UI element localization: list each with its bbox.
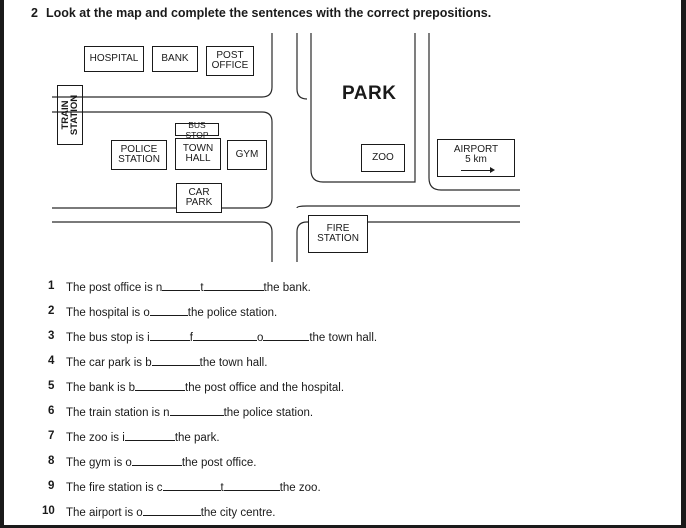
sentence-text: The zoo is i [66,432,125,444]
exercise-heading: 2 Look at the map and complete the senten… [31,6,491,20]
bus-stop-label: BUS STOP [185,119,209,140]
gym-label: GYM [235,149,259,160]
map-roads [52,33,520,262]
answer-blank[interactable] [169,405,224,416]
bus-stop-box: BUS STOP [175,120,219,140]
answer-blank[interactable] [162,480,221,491]
exercise-instruction: Look at the map and complete the sentenc… [45,6,492,20]
road-edge [428,33,520,191]
sentence-text: The fire station is c [66,482,163,494]
answer-blank[interactable] [124,430,175,441]
sentence-number: 9 [48,480,55,492]
sentence-text: the post office and the hospital. [185,382,345,394]
answer-blank[interactable] [223,480,280,491]
sentence-text: the bank. [263,282,311,294]
town-hall-box: TOWN HALL [175,138,221,170]
sentence-number: 7 [48,430,55,442]
airport-label: AIRPORT 5 km [453,144,499,165]
sentence-text: The hospital is o [66,307,150,319]
sentence-text: the zoo. [279,482,321,494]
answer-blank[interactable] [151,355,200,366]
sentence-number: 1 [48,280,55,292]
sentence-number: 5 [48,380,55,392]
sentence-text: the town hall. [199,357,268,369]
bank-label: BANK [161,53,189,64]
frame-left-border [0,0,4,528]
post-office-box: POST OFFICE [206,46,254,76]
answer-blank[interactable] [135,380,186,391]
road-edge [296,205,520,209]
train-station-label: TRAIN STATION [60,94,80,136]
hospital-label: HOSPITAL [89,53,139,64]
road-edge [52,221,273,262]
sentence-number: 2 [48,305,55,317]
sentence-number: 4 [48,355,55,367]
answer-blank[interactable] [162,280,201,291]
road-edge [296,33,308,100]
sentence-number: 3 [48,330,55,342]
bank-box: BANK [152,46,198,72]
answer-blank[interactable] [192,330,257,341]
sentence-text: The post office is n [66,282,163,294]
sentence-text: the post office. [181,457,257,469]
arrow-right-icon [461,165,495,175]
sentence-text: o [256,332,264,344]
hospital-box: HOSPITAL [84,46,144,72]
sentence-text: t [220,482,224,494]
answer-blank[interactable] [149,330,190,341]
sentence-text: The bank is b [66,382,136,394]
sentence-text: the police station. [187,307,278,319]
car-park-label: CAR PARK [185,187,213,208]
police-station-label: POLICE STATION [118,144,160,165]
gym-box: GYM [227,140,267,170]
park-boundary [310,33,416,183]
frame-bottom-border [0,525,686,528]
train-station-box: TRAIN STATION [57,85,83,145]
sentence-text: The train station is n [66,407,170,419]
sentence-text: The airport is o [66,507,143,519]
car-park-box: CAR PARK [176,183,222,213]
sentence-number: 8 [48,455,55,467]
sentence-text: the town hall. [309,332,378,344]
road-edge [52,111,273,209]
sentence-text: the city centre. [200,507,276,519]
answer-blank[interactable] [131,455,182,466]
road-edge [52,33,273,98]
park-label: PARK [342,83,397,104]
sentence-text: the park. [174,432,220,444]
fire-station-label: FIRE STATION [317,223,359,244]
sentence-number: 10 [42,505,55,517]
sentence-text: The bus stop is i [66,332,150,344]
sentence-text: The gym is o [66,457,132,469]
exercise-number: 2 [31,6,38,20]
answer-blank[interactable] [263,330,310,341]
police-station-box: POLICE STATION [111,140,167,170]
sentence-text: f [189,332,193,344]
sentence-number: 6 [48,405,55,417]
fire-station-box: FIRE STATION [308,215,368,253]
sentence-text: t [200,282,204,294]
post-office-label: POST OFFICE [211,50,249,71]
town-map: HOSPITAL BANK POST OFFICE PARK TRAIN STA… [52,33,520,262]
frame-right-border [681,0,686,528]
road-edge [296,221,520,262]
town-hall-label: TOWN HALL [182,143,214,164]
sentence-text: The car park is b [66,357,152,369]
zoo-label: ZOO [372,152,394,163]
sentence-text: the police station. [223,407,314,419]
zoo-box: ZOO [361,144,405,172]
answer-blank[interactable] [203,280,264,291]
answer-blank[interactable] [149,305,188,316]
answer-blank[interactable] [142,505,201,516]
